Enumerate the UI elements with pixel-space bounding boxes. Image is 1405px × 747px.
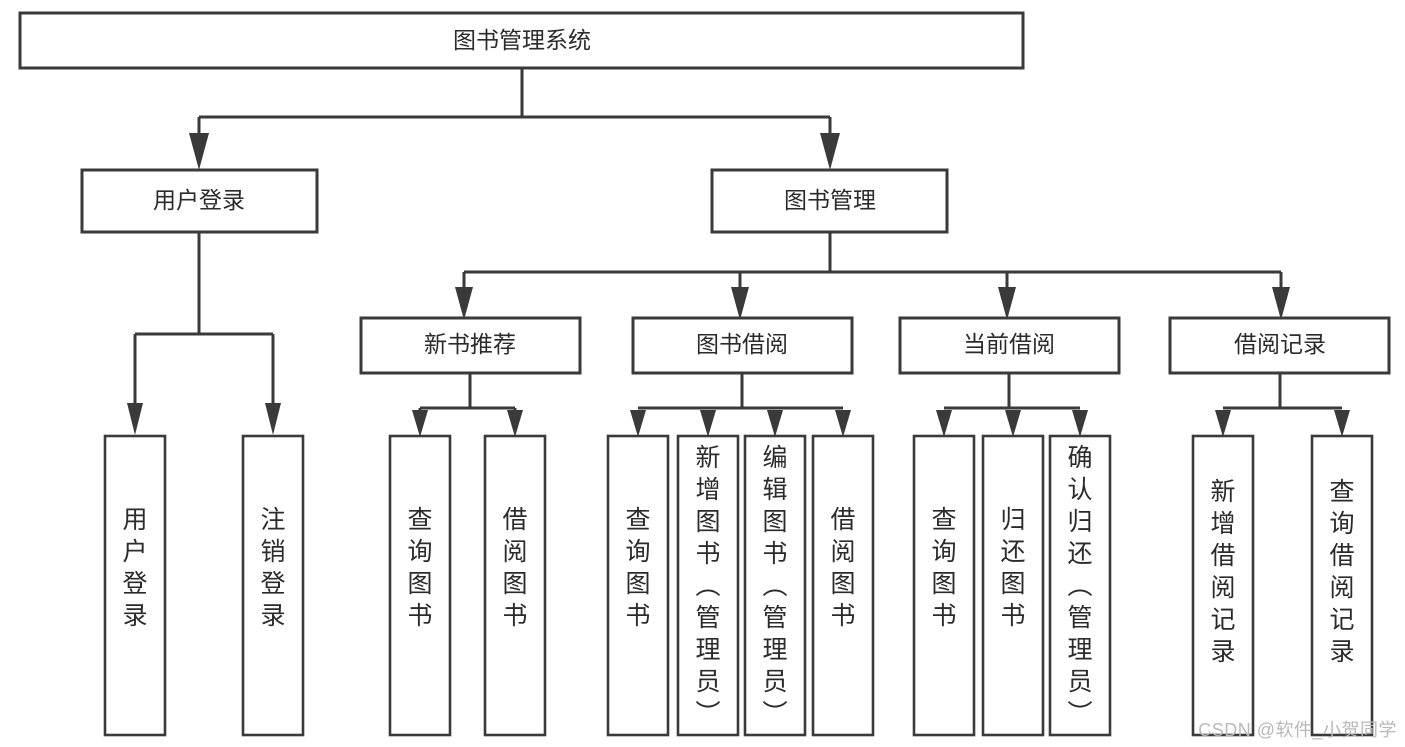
node-leaf-confirm-return-label: 确认归还︵管理员︶ bbox=[1067, 444, 1092, 728]
node-root-box[interactable] bbox=[18, 11, 1025, 70]
node-new-book-recommend-box[interactable] bbox=[359, 316, 582, 375]
node-leaf-borrow-book-1-label: 借阅图书 bbox=[502, 506, 527, 630]
node-leaf-confirm-return[interactable]: 确认归还︵管理员︶ bbox=[1048, 434, 1112, 737]
arrow-head-leaf-borrow-book-2 bbox=[835, 410, 851, 437]
arrow-head-leaf-logout-login bbox=[265, 403, 281, 435]
arrow-head-leaf-confirm-return bbox=[1072, 410, 1088, 437]
arrow-head-leaf-return-book bbox=[1005, 410, 1021, 437]
node-leaf-edit-book[interactable]: 编辑图书︵管理员︶ bbox=[743, 434, 807, 737]
node-leaf-add-record-label: 新增借阅记录 bbox=[1210, 478, 1235, 666]
arrow-head-new-book-recommend bbox=[455, 287, 473, 320]
node-leaf-borrow-book-1-box[interactable] bbox=[483, 434, 547, 737]
node-leaf-user-login-box[interactable] bbox=[103, 434, 167, 737]
arrow-head-leaf-add-book bbox=[700, 410, 716, 437]
edges-root-to-level2 bbox=[189, 68, 840, 170]
node-leaf-query-book-2-box[interactable] bbox=[606, 434, 670, 737]
node-leaf-add-book-label: 新增图书︵管理员︶ bbox=[695, 444, 720, 728]
node-book-manage-label: 图书管理 bbox=[784, 187, 876, 213]
node-leaf-query-book-2-label: 查询图书 bbox=[625, 506, 650, 630]
node-book-manage[interactable]: 图书管理 bbox=[710, 168, 949, 234]
node-leaf-logout-login[interactable]: 注销登录 bbox=[241, 434, 305, 737]
arrow-head-book-manage bbox=[820, 133, 840, 170]
node-leaf-confirm-return-box[interactable] bbox=[1048, 434, 1112, 737]
node-leaf-query-book-1-box[interactable] bbox=[388, 434, 452, 737]
edges-borrow-record-to-leaves bbox=[1215, 373, 1350, 437]
node-leaf-user-login[interactable]: 用户登录 bbox=[103, 434, 167, 737]
arrow-head-borrow-record bbox=[1272, 287, 1290, 320]
node-book-borrow[interactable]: 图书借阅 bbox=[631, 316, 854, 375]
node-leaf-return-book-box[interactable] bbox=[981, 434, 1045, 737]
arrow-head-leaf-user-login bbox=[127, 403, 143, 435]
node-current-borrow[interactable]: 当前借阅 bbox=[898, 316, 1121, 375]
node-user-login[interactable]: 用户登录 bbox=[80, 168, 319, 234]
node-leaf-logout-login-label: 注销登录 bbox=[260, 506, 285, 630]
node-new-book-recommend[interactable]: 新书推荐 bbox=[359, 316, 582, 375]
node-leaf-query-record-box[interactable] bbox=[1310, 434, 1374, 737]
node-leaf-query-record-label: 查询借阅记录 bbox=[1329, 478, 1354, 666]
arrow-head-book-borrow bbox=[731, 287, 749, 320]
node-leaf-query-book-3-label: 查询图书 bbox=[931, 506, 956, 630]
node-leaf-query-book-3-box[interactable] bbox=[912, 434, 976, 737]
arrow-head-leaf-query-book-1 bbox=[412, 410, 428, 437]
node-book-borrow-box[interactable] bbox=[631, 316, 854, 375]
edges-current-borrow-to-leaves bbox=[936, 373, 1088, 437]
node-leaf-return-book-label: 归还图书 bbox=[1000, 506, 1025, 630]
arrow-head-user-login bbox=[189, 133, 209, 170]
node-borrow-record-box[interactable] bbox=[1168, 316, 1391, 375]
node-leaf-add-book-box[interactable] bbox=[676, 434, 740, 737]
node-leaf-query-book-1-label: 查询图书 bbox=[407, 506, 432, 630]
node-leaf-query-book-2[interactable]: 查询图书 bbox=[606, 434, 670, 737]
arrow-head-leaf-borrow-book-1 bbox=[507, 410, 523, 437]
edges-user-login-to-leaves bbox=[127, 232, 281, 435]
node-leaf-borrow-book-2-label: 借阅图书 bbox=[830, 506, 855, 630]
node-leaf-borrow-book-1[interactable]: 借阅图书 bbox=[483, 434, 547, 737]
arrow-head-current-borrow bbox=[998, 287, 1016, 320]
node-leaf-edit-book-label: 编辑图书︵管理员︶ bbox=[762, 444, 787, 728]
node-leaf-user-login-label: 用户登录 bbox=[122, 506, 147, 630]
node-borrow-record[interactable]: 借阅记录 bbox=[1168, 316, 1391, 375]
node-current-borrow-box[interactable] bbox=[898, 316, 1121, 375]
arrow-head-leaf-edit-book bbox=[767, 410, 783, 437]
node-leaf-edit-book-box[interactable] bbox=[743, 434, 807, 737]
node-leaf-query-book-1[interactable]: 查询图书 bbox=[388, 434, 452, 737]
node-leaf-add-record[interactable]: 新增借阅记录 bbox=[1191, 434, 1255, 737]
node-user-login-label: 用户登录 bbox=[153, 187, 245, 213]
node-borrow-record-label: 借阅记录 bbox=[1234, 331, 1326, 357]
edges-book-manage-to-level3 bbox=[455, 232, 1290, 320]
node-leaf-return-book[interactable]: 归还图书 bbox=[981, 434, 1045, 737]
edges-new-book-recommend-to-leaves bbox=[412, 373, 523, 437]
node-root[interactable]: 图书管理系统 bbox=[18, 11, 1025, 70]
node-leaf-borrow-book-2[interactable]: 借阅图书 bbox=[811, 434, 875, 737]
node-leaf-borrow-book-2-box[interactable] bbox=[811, 434, 875, 737]
node-new-book-recommend-label: 新书推荐 bbox=[424, 331, 516, 357]
node-leaf-add-book[interactable]: 新增图书︵管理员︶ bbox=[676, 434, 740, 737]
arrow-head-leaf-query-book-3 bbox=[936, 410, 952, 437]
node-book-manage-box[interactable] bbox=[710, 168, 949, 234]
arrow-head-leaf-query-book-2 bbox=[630, 410, 646, 437]
arrow-head-leaf-query-record bbox=[1334, 410, 1350, 437]
node-leaf-logout-login-box[interactable] bbox=[241, 434, 305, 737]
arrow-head-leaf-add-record bbox=[1215, 410, 1231, 437]
edges-book-borrow-to-leaves bbox=[630, 373, 851, 437]
node-current-borrow-label: 当前借阅 bbox=[963, 331, 1055, 357]
node-book-borrow-label: 图书借阅 bbox=[696, 331, 788, 357]
node-user-login-box[interactable] bbox=[80, 168, 319, 234]
node-leaf-add-record-box[interactable] bbox=[1191, 434, 1255, 737]
node-leaf-query-record[interactable]: 查询借阅记录 bbox=[1310, 434, 1374, 737]
node-root-label: 图书管理系统 bbox=[453, 27, 591, 53]
node-leaf-query-book-3[interactable]: 查询图书 bbox=[912, 434, 976, 737]
